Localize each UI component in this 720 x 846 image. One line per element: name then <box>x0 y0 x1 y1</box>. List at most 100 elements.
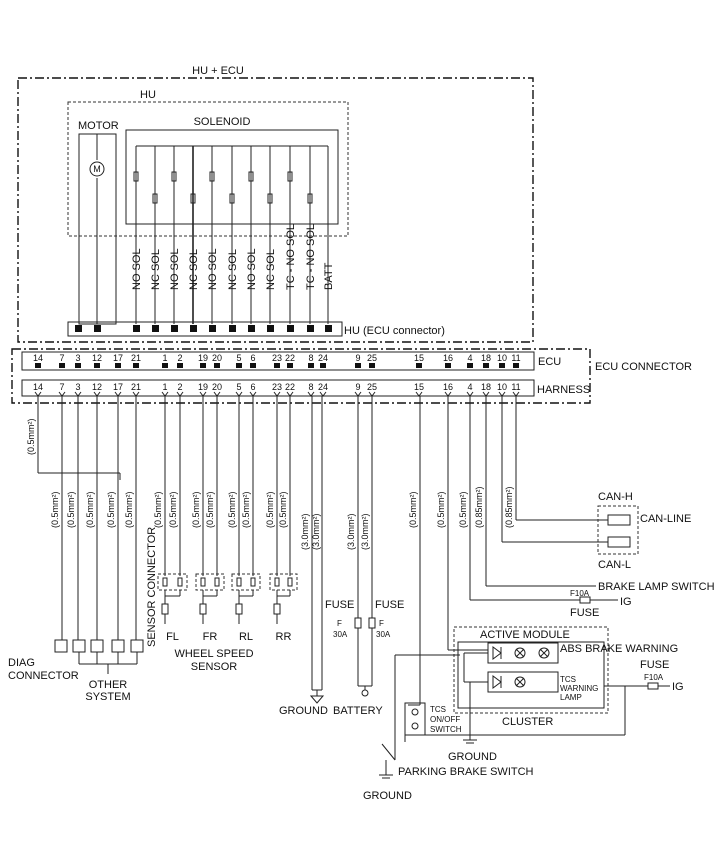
fuse-label-4: FUSE <box>640 659 669 671</box>
hu-connector-pins <box>75 325 332 332</box>
ecu-pin-number: 8 <box>308 353 313 363</box>
harness-pin-icon <box>74 391 82 397</box>
fuse-rating-1: 30A <box>333 630 348 639</box>
tcs-warning-block <box>487 671 559 693</box>
hu-ecu-title: HU + ECU <box>192 65 244 77</box>
diag-connector-box <box>130 639 144 653</box>
harness-pin-number: 2 <box>177 382 182 392</box>
hu-pin <box>267 325 274 332</box>
cluster-label: CLUSTER <box>502 716 553 728</box>
harness-pin-icon <box>199 391 207 397</box>
other-system-label-2: SYSTEM <box>85 691 130 703</box>
ecu-pin-number: 14 <box>33 353 43 363</box>
wheel-sensor-icon <box>273 603 281 615</box>
harness-pin-number: 24 <box>318 382 328 392</box>
hu-box <box>67 101 349 237</box>
ecu-pin-number: 5 <box>236 353 241 363</box>
wheel-pin-icon <box>236 577 242 587</box>
wire-size-wheel: (0.5mm²) <box>241 492 251 529</box>
harness-pin-number: 1 <box>162 382 167 392</box>
wheel-sensor-icon <box>235 603 243 615</box>
can-line-label: CAN-LINE <box>640 513 691 525</box>
harness-pin-icon <box>415 391 423 397</box>
ecu-pin <box>236 363 242 368</box>
hu-pin <box>287 325 294 332</box>
brake-lamp-switch-label: BRAKE LAMP SWITCH <box>598 581 715 593</box>
wire-size-group: (0.5mm²) <box>66 492 76 529</box>
ecu-pin <box>94 363 100 368</box>
solenoid-label: TC - NO SOL <box>305 224 317 290</box>
cluster-ground-label: GROUND <box>448 751 497 763</box>
wire-size-wheel: (0.5mm²) <box>205 492 215 529</box>
solenoid-label: NC SOL <box>265 249 277 290</box>
ecu-pin-number: 22 <box>285 353 295 363</box>
harness-pin-number: 19 <box>198 382 208 392</box>
ecu-label: ECU <box>538 356 561 368</box>
wire-size-pin4: (0.5mm²) <box>458 492 468 529</box>
harness-pin-number: 21 <box>131 382 141 392</box>
diag-connector-box <box>72 639 86 653</box>
wheel-pin-icon <box>200 577 206 587</box>
abs-diode-icon <box>492 646 502 660</box>
solenoid-coil-icon <box>209 171 215 182</box>
ecu-pin-number: 15 <box>414 353 424 363</box>
solenoid-coil-icon <box>307 193 313 204</box>
can-line-box <box>597 505 639 555</box>
fuse-f-1: F <box>337 619 342 628</box>
tcs-warning-label-1: TCS <box>560 675 576 684</box>
ecu-pin <box>445 363 451 368</box>
fuse-icon-2 <box>368 617 376 629</box>
solenoid-coil-icon <box>133 171 139 182</box>
parking-ground-label: GROUND <box>363 790 412 802</box>
harness-pin-number: 9 <box>355 382 360 392</box>
wire-size-battery-1: (3.0mm²) <box>346 514 356 551</box>
motor-icon <box>89 161 105 177</box>
ecu-pin-number: 9 <box>355 353 360 363</box>
harness-pin-icon <box>176 391 184 397</box>
harness-pin-number: 15 <box>414 382 424 392</box>
harness-pin-number: 20 <box>212 382 222 392</box>
solenoid-label: NO SOL <box>207 248 219 290</box>
ecu-pin-number: 25 <box>367 353 377 363</box>
ecu-pin-number: 21 <box>131 353 141 363</box>
tcs-switch-label-2: ON/OFF <box>430 715 460 724</box>
wheel-label: FL <box>166 631 179 643</box>
hu-pin <box>209 325 216 332</box>
ecu-pin <box>308 363 314 368</box>
wire-size-wheel: (0.5mm²) <box>227 492 237 529</box>
wire-size-pin16: (0.5mm²) <box>436 492 446 529</box>
harness-pin-icon <box>319 391 327 397</box>
harness-pin-number: 18 <box>481 382 491 392</box>
harness-pin-number: 3 <box>75 382 80 392</box>
wheel-pin-icon <box>274 577 280 587</box>
tcs-switch-block <box>404 702 426 736</box>
fuse-label-2: FUSE <box>375 599 404 611</box>
ecu-pin <box>214 363 220 368</box>
wheel-speed-sensor-label-1: WHEEL SPEED <box>174 648 253 660</box>
ecu-pin <box>483 363 489 368</box>
hu-title: HU <box>140 89 156 101</box>
wheel-pin-icon <box>214 577 220 587</box>
hu-pin <box>152 325 159 332</box>
ecu-pin <box>287 363 293 368</box>
hu-pin <box>133 325 140 332</box>
hu-ecu-box <box>17 77 534 343</box>
ecu-connector-label: ECU CONNECTOR <box>595 361 692 373</box>
ecu-pin-number: 19 <box>198 353 208 363</box>
ecu-pin <box>369 363 375 368</box>
harness-pin-number: 12 <box>92 382 102 392</box>
harness-pin-number: 23 <box>272 382 282 392</box>
ecu-pin-number: 20 <box>212 353 222 363</box>
ecu-connector-strip <box>21 351 535 371</box>
solenoid-label: TC - NO SOL <box>285 224 297 290</box>
harness-pin-number: 7 <box>59 382 64 392</box>
ecu-pin <box>274 363 280 368</box>
harness-pin-number: 6 <box>250 382 255 392</box>
hu-pin <box>248 325 255 332</box>
tcs-diode-icon <box>492 675 502 689</box>
harness-pin-number: 25 <box>367 382 377 392</box>
harness-pin-icon <box>34 391 42 397</box>
harness-pin-number: 5 <box>236 382 241 392</box>
can-l-terminal <box>607 536 631 548</box>
